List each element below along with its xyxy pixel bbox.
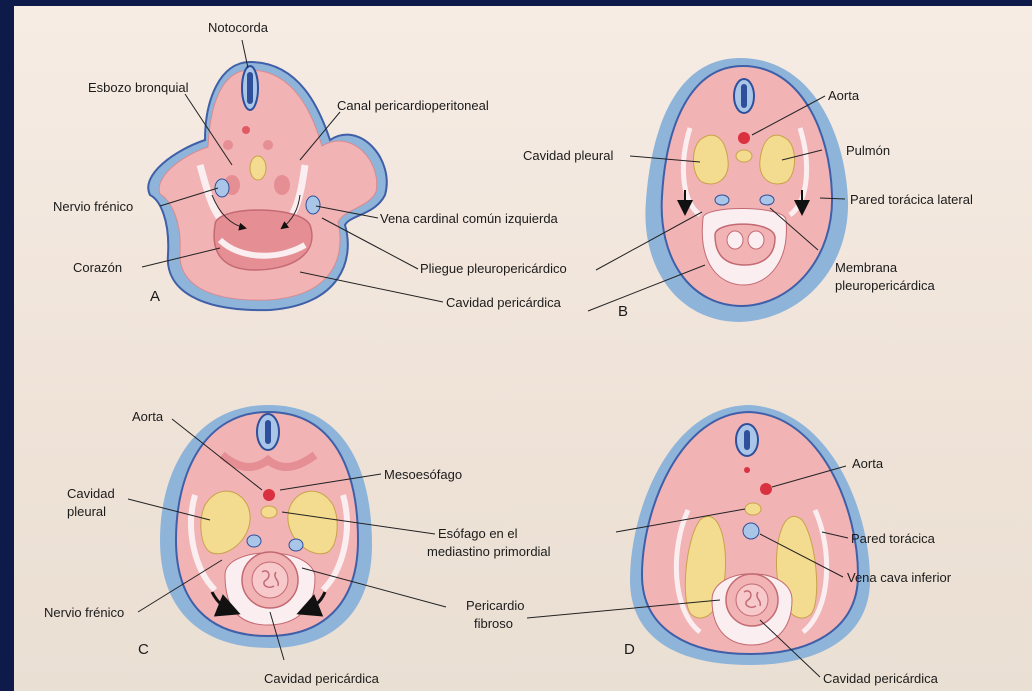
label-vena-cava: Vena cava inferior bbox=[847, 570, 952, 585]
panel-letter-b: B bbox=[618, 303, 628, 320]
label-aorta-d: Aorta bbox=[852, 456, 884, 471]
label-esofago-2: mediastino primordial bbox=[427, 544, 551, 559]
panel-a-heart bbox=[214, 210, 312, 270]
label-cavidad-pleural-c-1: Cavidad bbox=[67, 486, 115, 501]
label-pericardio-1: Pericardio bbox=[466, 598, 525, 613]
label-pared-toracica: Pared torácica bbox=[851, 531, 936, 546]
label-esofago-1: Esófago en el bbox=[438, 526, 518, 541]
label-corazon: Corazón bbox=[73, 260, 122, 275]
panel-b-lung-left bbox=[693, 135, 728, 184]
label-membrana-line2: pleuropericárdica bbox=[835, 278, 935, 293]
label-cavidad-pleural-c-2: pleural bbox=[67, 504, 106, 519]
panel-c bbox=[160, 405, 372, 648]
label-cavidad-pericardica-d: Cavidad pericárdica bbox=[823, 671, 939, 686]
panel-b-heart bbox=[715, 224, 775, 265]
label-aorta-b: Aorta bbox=[828, 88, 860, 103]
panel-d-aorta bbox=[760, 483, 772, 495]
panel-letter-a: A bbox=[150, 288, 160, 305]
panel-letter-c: C bbox=[138, 641, 149, 658]
label-cavidad-pleural-b: Cavidad pleural bbox=[523, 148, 613, 163]
label-pericardio-2: fibroso bbox=[474, 616, 513, 631]
panel-letter-d: D bbox=[624, 641, 635, 658]
panel-c-aorta bbox=[263, 489, 275, 501]
panel-b-aorta bbox=[738, 132, 750, 144]
label-pared-toracica-lateral: Pared torácica lateral bbox=[850, 192, 973, 207]
label-membrana-line1: Membrana bbox=[835, 260, 898, 275]
label-esbozo-bronquial: Esbozo bronquial bbox=[88, 80, 189, 95]
label-canal-pericardioperitoneal: Canal pericardioperitoneal bbox=[337, 98, 489, 113]
label-vena-cardinal: Vena cardinal común izquierda bbox=[380, 211, 559, 226]
label-pliegue: Pliegue pleuropericárdico bbox=[420, 261, 567, 276]
label-cavidad-pericardica-a: Cavidad pericárdica bbox=[446, 295, 562, 310]
panel-d-vena-cava bbox=[743, 523, 759, 539]
label-nervio-frenico-a: Nervio frénico bbox=[53, 199, 133, 214]
label-notocorda: Notocorda bbox=[208, 20, 269, 35]
label-nervio-frenico-c: Nervio frénico bbox=[44, 605, 124, 620]
label-mesoesofago: Mesoesófago bbox=[384, 467, 462, 482]
label-cavidad-pericardica-c: Cavidad pericárdica bbox=[264, 671, 380, 686]
label-pulmon: Pulmón bbox=[846, 143, 890, 158]
label-aorta-c: Aorta bbox=[132, 409, 164, 424]
panel-b-lung-right bbox=[760, 135, 795, 184]
panel-b bbox=[645, 58, 848, 322]
